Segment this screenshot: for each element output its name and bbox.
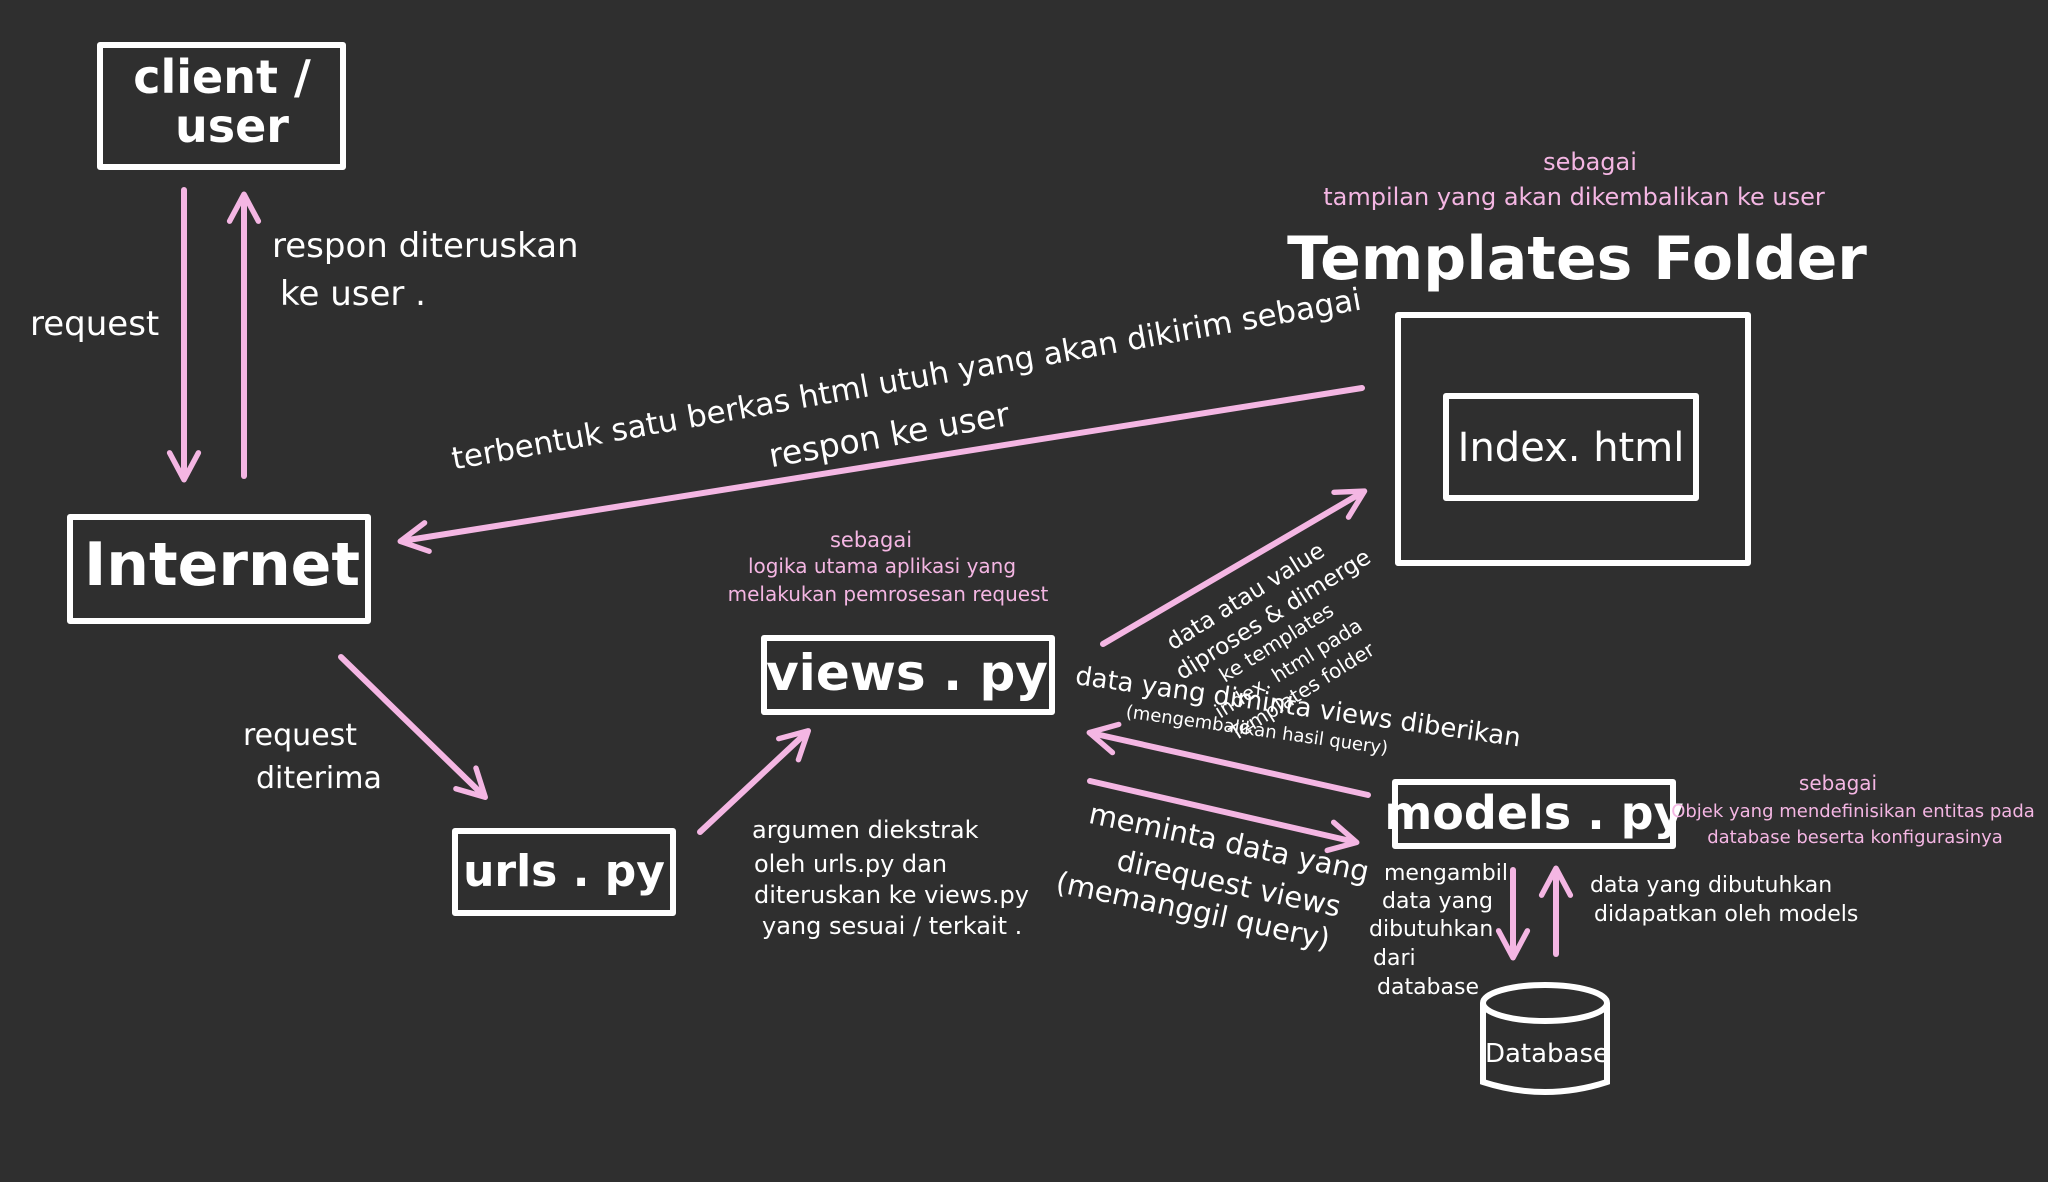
- views-note: sebagai logika utama aplikasi yang melak…: [728, 528, 1049, 606]
- models-label: models . py: [1384, 786, 1683, 840]
- views-box: [761, 635, 1055, 715]
- label-mengambil-line5: database: [1377, 975, 1479, 1000]
- client-label: client /: [133, 50, 311, 104]
- label-mengambil-line1: mengambil: [1384, 861, 1508, 886]
- database-cylinder-top: [1480, 982, 1610, 1024]
- arrow-html-response: [397, 385, 1365, 554]
- templates-note-line2: tampilan yang akan dikembalikan ke user: [1323, 183, 1825, 211]
- database-node: Database: [1480, 982, 1610, 1095]
- models-note-line2: Objek yang mendefinisikan entitas pada: [1671, 801, 2035, 822]
- client-user-node: client / user: [97, 42, 346, 170]
- models-box: [1392, 779, 1676, 849]
- urls-box: [452, 828, 676, 916]
- templates-folder-title: Templates Folder: [1287, 224, 1867, 294]
- arrow-views-to-templates: [1100, 488, 1368, 647]
- client-user-box: [97, 42, 346, 170]
- label-argumen-line3: diteruskan ke views.py: [754, 881, 1029, 909]
- arrow-request-received: [338, 654, 488, 800]
- database-label: Database: [1485, 1039, 1609, 1069]
- views-label: views . py: [766, 644, 1048, 702]
- label-dibutuhkan-line2: didapatkan oleh models: [1594, 902, 1858, 927]
- templates-note-line1: sebagai: [1543, 148, 1637, 176]
- label-respon-line2: ke user .: [280, 274, 426, 314]
- label-request-diterima-line1: request: [243, 718, 357, 753]
- label-argumen-line1: argumen diekstrak: [752, 816, 979, 844]
- models-note-line3: database beserta konfigurasinya: [1707, 827, 2003, 848]
- templates-note: sebagai tampilan yang akan dikembalikan …: [1323, 148, 1825, 211]
- label-request: request: [30, 304, 159, 344]
- label-mengambil-line2: data yang: [1382, 889, 1493, 914]
- templates-folder-node: Templates Folder Index. html: [1287, 224, 1867, 566]
- models-node: models . py: [1384, 779, 1684, 849]
- views-note-line3: melakukan pemrosesan request: [728, 582, 1049, 606]
- arrow-urls-to-views: [697, 728, 812, 835]
- urls-node: urls . py: [452, 828, 676, 916]
- label-argumen-line2: oleh urls.py dan: [754, 850, 947, 878]
- models-note-line1: sebagai: [1799, 771, 1877, 795]
- urls-label: urls . py: [463, 846, 665, 897]
- index-html-label: Index. html: [1458, 425, 1685, 471]
- internet-label: Internet: [84, 530, 360, 600]
- arrow-views-to-models: [1087, 778, 1360, 854]
- models-note: sebagai Objek yang mendefinisikan entita…: [1671, 771, 2035, 848]
- label-respon-line1: respon diteruskan: [272, 226, 579, 266]
- label-mengambil-line3: dibutuhkan: [1369, 917, 1493, 942]
- views-note-line1: sebagai: [830, 528, 912, 552]
- views-node: views . py: [761, 635, 1055, 715]
- label-request-diterima-line2: diterima: [256, 761, 382, 796]
- label-mengambil-line4: dari: [1373, 946, 1416, 971]
- templates-folder-box: [1395, 312, 1751, 566]
- label-dibutuhkan-line1: data yang dibutuhkan: [1590, 873, 1832, 898]
- user-label: user: [175, 99, 289, 153]
- views-note-line2: logika utama aplikasi yang: [748, 554, 1016, 578]
- arrow-models-to-views: [1086, 721, 1371, 798]
- index-html-box: [1443, 393, 1699, 501]
- internet-node: Internet: [67, 514, 371, 624]
- label-argumen-line4: yang sesuai / terkait .: [762, 912, 1022, 940]
- database-cylinder-body: [1480, 1003, 1610, 1095]
- internet-box: [67, 514, 371, 624]
- label-data-diminta: data yang diminta views diberikan (menge…: [1073, 661, 1522, 759]
- label-meminta: meminta data yang direquest views (meman…: [1053, 796, 1372, 956]
